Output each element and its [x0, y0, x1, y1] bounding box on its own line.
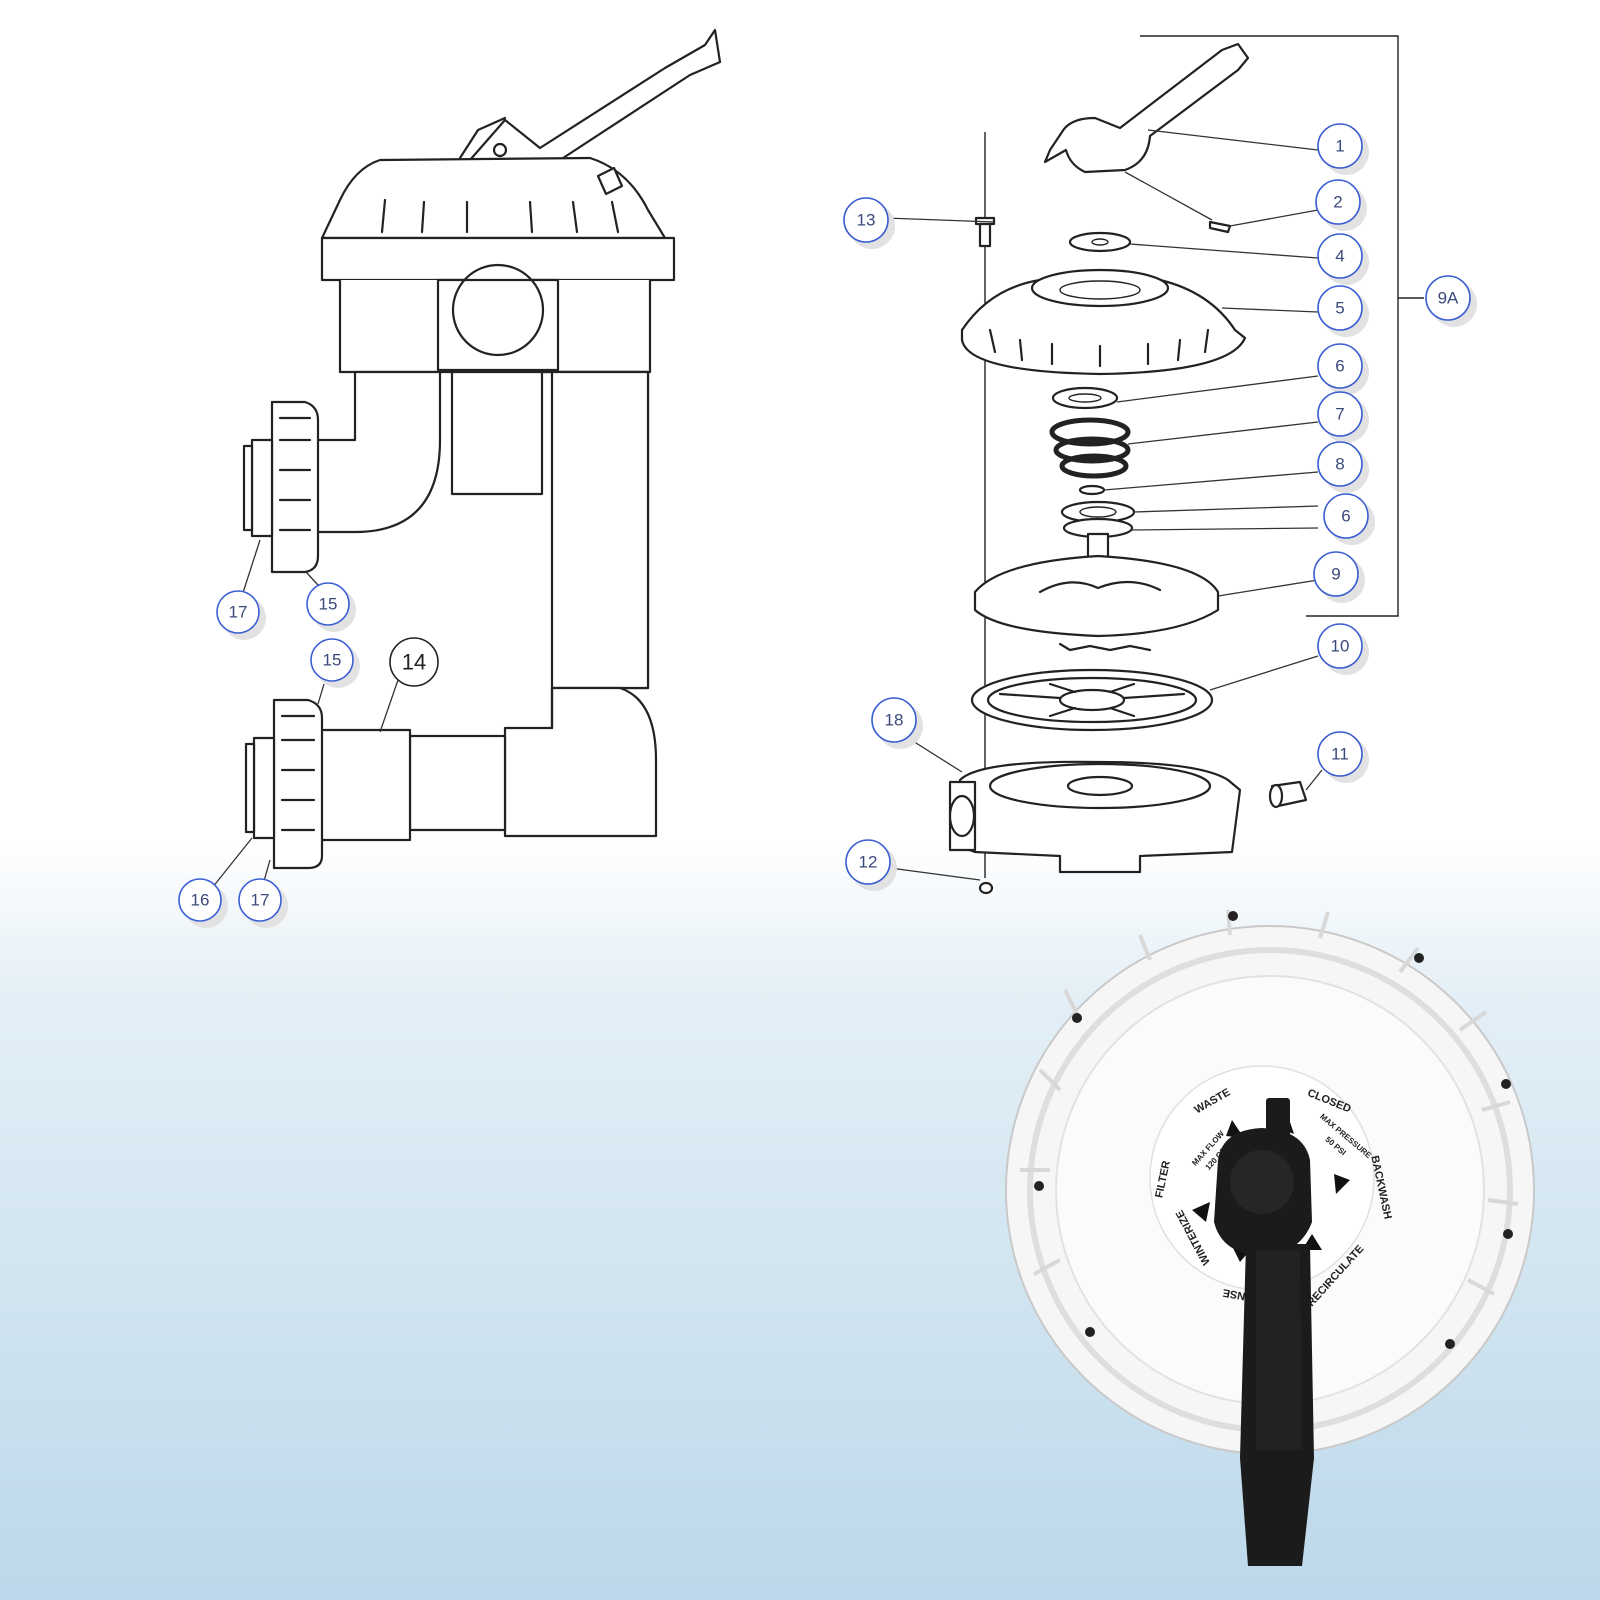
callout-14: 14 [389, 637, 439, 687]
callout-8: 8 [1317, 441, 1369, 493]
callout-13: 13 [843, 197, 895, 249]
svg-text:6: 6 [1335, 357, 1344, 376]
exploded-parts-drawing [948, 35, 1424, 895]
callout-17-lower: 17 [238, 878, 288, 928]
callout-10: 10 [1317, 623, 1369, 675]
svg-text:6: 6 [1341, 507, 1350, 526]
valve-lid-photo: WASTE CLOSED BACKWASH RECIRCULATE RINSE … [1005, 909, 1535, 1566]
right-leader-lines [885, 129, 1323, 881]
callout-15-lower: 15 [310, 638, 360, 688]
svg-text:4: 4 [1335, 247, 1344, 266]
assembled-valve-drawing [242, 28, 722, 870]
callout-18: 18 [871, 697, 923, 749]
svg-text:13: 13 [857, 211, 876, 230]
svg-text:15: 15 [319, 595, 338, 614]
svg-text:11: 11 [1331, 745, 1349, 764]
callout-1: 1 [1317, 123, 1369, 175]
svg-text:15: 15 [323, 651, 342, 670]
valve-handle [1214, 1098, 1314, 1566]
lid-screw-holes [1034, 911, 1513, 1349]
callout-16: 16 [178, 878, 228, 928]
callout-6-upper: 6 [1317, 343, 1369, 395]
callout-11: 11 [1317, 731, 1369, 783]
svg-text:1: 1 [1335, 137, 1344, 156]
callout-9: 9 [1313, 551, 1365, 603]
svg-text:2: 2 [1333, 193, 1342, 212]
svg-text:8: 8 [1335, 455, 1344, 474]
callout-15-upper: 15 [306, 582, 356, 632]
svg-text:18: 18 [885, 711, 904, 730]
svg-text:7: 7 [1335, 405, 1344, 424]
callout-5: 5 [1317, 285, 1369, 337]
svg-text:17: 17 [229, 603, 248, 622]
svg-text:16: 16 [191, 891, 210, 910]
svg-text:17: 17 [251, 891, 270, 910]
svg-text:14: 14 [402, 650, 426, 675]
callout-12: 12 [845, 839, 897, 891]
svg-text:10: 10 [1331, 637, 1350, 656]
callout-17-upper: 17 [216, 590, 266, 640]
callout-9a: 9A [1425, 275, 1477, 327]
callout-2: 2 [1315, 179, 1367, 231]
svg-text:12: 12 [859, 853, 878, 872]
svg-text:9A: 9A [1438, 289, 1459, 308]
callout-6-lower: 6 [1323, 493, 1375, 545]
callout-4: 4 [1317, 233, 1369, 285]
svg-text:9: 9 [1331, 565, 1340, 584]
svg-text:5: 5 [1335, 299, 1344, 318]
callout-7: 7 [1317, 391, 1369, 443]
